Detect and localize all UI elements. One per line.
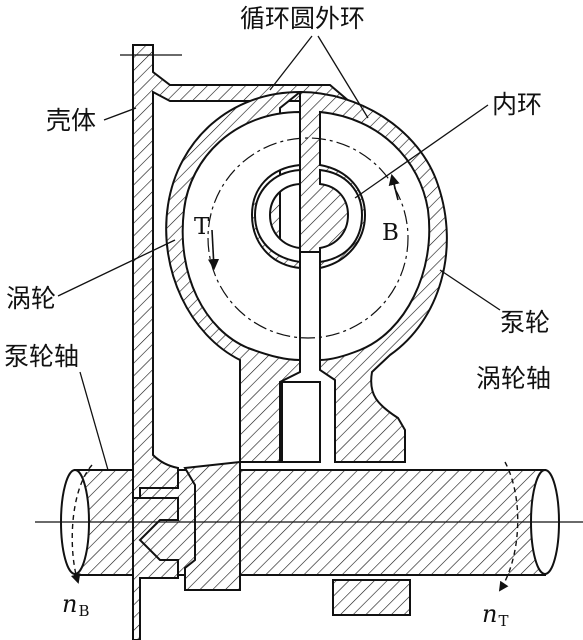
turbine-shaft-label: 涡轮轴 bbox=[476, 364, 552, 393]
pump-flow-mark: B bbox=[382, 220, 399, 246]
turbine-flow-mark: T bbox=[194, 214, 210, 240]
pump-flow-arrow bbox=[388, 173, 400, 201]
pump-speed-label: nB bbox=[62, 592, 90, 619]
outer-ring-label: 循环圆外环 bbox=[240, 4, 366, 33]
turbine-label: 涡轮 bbox=[6, 284, 57, 313]
housing-hub bbox=[132, 497, 179, 640]
leader-pump bbox=[439, 269, 501, 311]
turbine-rotation-arrow bbox=[498, 461, 519, 592]
leader-outer-ring-a bbox=[269, 35, 313, 91]
leader-housing bbox=[103, 107, 137, 121]
leader-outer-ring-b bbox=[317, 35, 369, 119]
pump-flange bbox=[332, 579, 411, 616]
housing-label: 壳体 bbox=[46, 106, 97, 135]
leader-pump-shaft bbox=[79, 371, 109, 471]
shaft-slot bbox=[281, 381, 321, 463]
turbine-speed-subscript: T bbox=[498, 612, 509, 630]
leader-inner-ring bbox=[354, 104, 489, 199]
inner-ring-label: 内环 bbox=[492, 90, 543, 119]
pump-speed-subscript: B bbox=[78, 602, 90, 620]
pump-shaft-label: 泵轮轴 bbox=[4, 342, 80, 371]
pump-speed-symbol: n bbox=[62, 590, 78, 618]
flow-path-circle bbox=[207, 137, 409, 339]
turbine-speed-symbol: n bbox=[482, 600, 498, 628]
torus-cavity-outer bbox=[181, 110, 301, 362]
turbine-speed-label: nT bbox=[482, 602, 508, 629]
leader-turbine bbox=[57, 239, 176, 297]
inner-ring bbox=[253, 168, 301, 264]
pump-label: 泵轮 bbox=[500, 308, 551, 337]
torus-cavity-right bbox=[319, 110, 431, 362]
turbine-hub bbox=[183, 460, 241, 591]
pump-rotation-arrow bbox=[70, 464, 93, 584]
turbine-flow-arrow bbox=[207, 229, 220, 271]
